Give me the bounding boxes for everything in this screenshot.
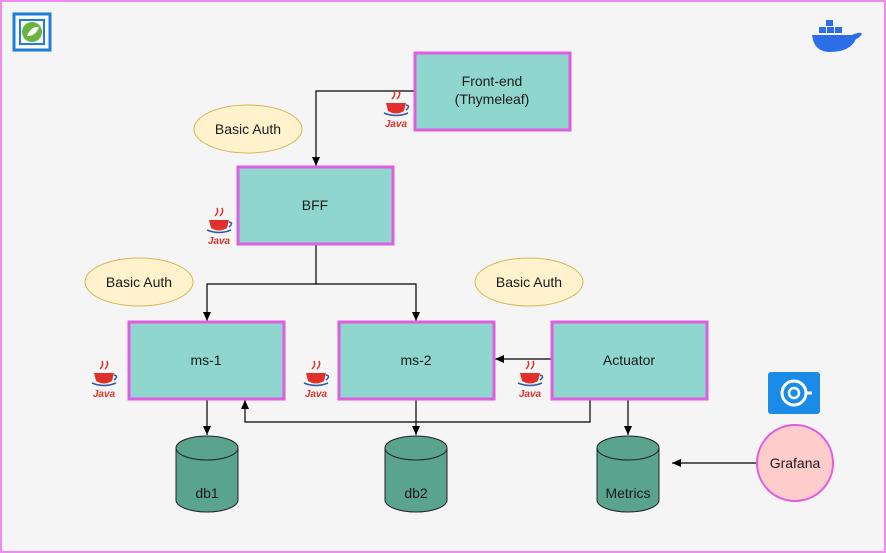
db2-node[interactable]: db2: [384, 435, 448, 513]
java-icon-ms1: Java: [91, 360, 118, 400]
svg-text:Java: Java: [93, 389, 116, 400]
edge-bff-ms2: [316, 283, 420, 321]
auth-label-top: Basic Auth: [193, 104, 303, 154]
svg-text:Front-end: Front-end: [462, 73, 523, 89]
connections: [203, 90, 756, 467]
edge-frontend-bff: [312, 90, 415, 166]
svg-text:Java: Java: [385, 119, 408, 130]
actuator-node[interactable]: Actuator: [550, 320, 709, 401]
svg-text:Metrics: Metrics: [605, 485, 650, 501]
svg-text:BFF: BFF: [302, 197, 328, 213]
edge-bff-ms1: [203, 244, 317, 321]
svg-text:Java: Java: [305, 389, 328, 400]
svg-text:db2: db2: [404, 485, 428, 501]
svg-text:(Thymeleaf): (Thymeleaf): [455, 91, 530, 107]
java-icon-actuator: Java: [517, 360, 544, 400]
svg-text:Java: Java: [519, 389, 542, 400]
svg-text:db1: db1: [195, 485, 219, 501]
java-icon-bff: Java: [206, 207, 233, 247]
db1-node[interactable]: db1: [175, 435, 239, 513]
ms2-node[interactable]: ms-2: [337, 320, 496, 401]
svg-text:Actuator: Actuator: [603, 352, 655, 368]
spring-boot-icon: [12, 12, 52, 52]
ms1-node[interactable]: ms-1: [127, 320, 286, 401]
svg-text:ms-1: ms-1: [190, 352, 221, 368]
java-icon-ms2: Java: [303, 360, 330, 400]
svg-text:Basic Auth: Basic Auth: [106, 274, 172, 290]
bff-node[interactable]: BFF: [236, 165, 395, 246]
java-icon-frontend: Java: [383, 90, 410, 130]
svg-text:ms-2: ms-2: [400, 352, 431, 368]
auth-label-right: Basic Auth: [474, 257, 584, 307]
svg-text:Java: Java: [208, 236, 231, 247]
grafana-logo-icon: [768, 372, 820, 414]
docker-whale-icon: [812, 20, 862, 52]
edge-actuator-ms1: [241, 400, 591, 423]
svg-text:Basic Auth: Basic Auth: [215, 121, 281, 137]
frontend-node[interactable]: Front-end (Thymeleaf): [413, 51, 572, 132]
svg-text:Grafana: Grafana: [770, 455, 821, 471]
auth-label-left: Basic Auth: [84, 257, 194, 307]
svg-text:Basic Auth: Basic Auth: [496, 274, 562, 290]
metrics-node[interactable]: Metrics: [596, 435, 660, 513]
grafana-node[interactable]: Grafana: [756, 424, 834, 502]
